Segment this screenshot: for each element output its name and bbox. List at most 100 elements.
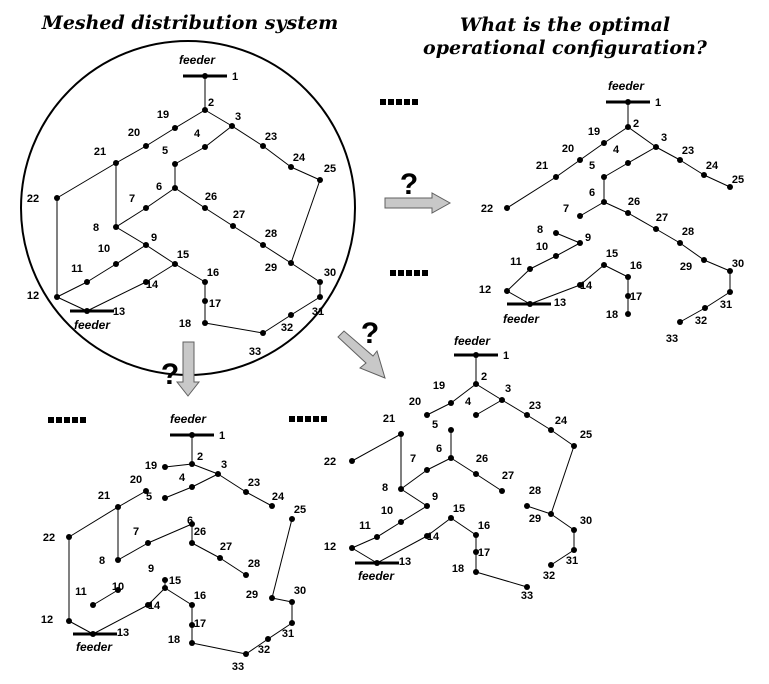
config-bottom-left-node-28 xyxy=(243,572,249,578)
config-bottom-left-node-label-26: 26 xyxy=(194,526,206,538)
config-bottom-left-node-label-13: 13 xyxy=(117,627,129,639)
config-bottom-left: feederfeeder1234567891011121314151617181… xyxy=(41,412,306,673)
config-bottom-left-feeder-label-2: feeder xyxy=(76,640,113,654)
config-bottom-right-branch-9-10 xyxy=(400,505,428,523)
config-bottom-right-node-label-27: 27 xyxy=(502,470,514,482)
config-top-right-node-label-20: 20 xyxy=(562,143,574,155)
config-top-right-node-17 xyxy=(625,293,631,299)
config-bottom-right-node-9 xyxy=(424,503,430,509)
config-top-right-branch-24-25 xyxy=(703,174,731,188)
meshed-network-node-29 xyxy=(288,260,294,266)
config-bottom-right-node-label-19: 19 xyxy=(433,380,445,392)
config-top-right-node-30 xyxy=(727,268,733,274)
config-top-right-branch-27-28 xyxy=(655,228,681,244)
config-bottom-right-node-label-16: 16 xyxy=(478,520,490,532)
meshed-network-node-4 xyxy=(202,144,208,150)
meshed-network-node-15 xyxy=(172,261,178,267)
config-bottom-left-node-12 xyxy=(66,618,72,624)
config-bottom-left-node-23 xyxy=(243,489,249,495)
config-bottom-right-node-label-12: 12 xyxy=(324,541,336,553)
meshed-network-node-18 xyxy=(202,320,208,326)
meshed-network-branch-24-25 xyxy=(290,166,321,181)
config-bottom-left-branch-33-18 xyxy=(191,642,247,655)
config-bottom-left-node-19 xyxy=(162,464,168,470)
config-bottom-left-node-25 xyxy=(289,516,295,522)
meshed-network-branch-15-9 xyxy=(145,244,176,265)
config-bottom-left-node-15 xyxy=(162,585,168,591)
config-top-right-node-11 xyxy=(527,266,533,272)
config-top-right-branch-11-12 xyxy=(506,268,531,292)
config-bottom-right-node-label-14: 14 xyxy=(427,531,440,543)
meshed-network-branch-20-21 xyxy=(115,145,147,164)
config-bottom-left-node-13 xyxy=(90,631,96,637)
config-bottom-right-node-14 xyxy=(424,533,430,539)
question-mark-diagonal: ? xyxy=(361,317,379,350)
meshed-network-node-2 xyxy=(202,107,208,113)
meshed-network-branch-2-3 xyxy=(204,109,233,127)
question-mark-right: ? xyxy=(400,168,418,201)
config-bottom-left-branch-16-15 xyxy=(164,587,193,606)
meshed-network-node-label-33: 33 xyxy=(249,346,261,358)
config-top-right-branch-13-14 xyxy=(529,284,581,305)
config-bottom-left-node-26 xyxy=(189,540,195,546)
meshed-network-branch-33-18 xyxy=(204,322,264,334)
config-bottom-right-node-31 xyxy=(571,547,577,553)
config-bottom-left-node-1 xyxy=(189,432,195,438)
config-bottom-left-branch-11-10 xyxy=(92,589,119,606)
ellipsis-mid-right-square-2 xyxy=(398,270,404,276)
config-bottom-right-node-label-32: 32 xyxy=(543,570,555,582)
meshed-network-node-label-21: 21 xyxy=(94,146,106,158)
config-top-right-node-28 xyxy=(677,240,683,246)
ellipsis-bottom-mid-square-5 xyxy=(321,416,327,422)
ellipsis-top-right-square-5 xyxy=(412,99,418,105)
meshed-network-node-10 xyxy=(113,261,119,267)
config-top-right-branch-20-21 xyxy=(555,159,581,178)
meshed-network-node-17 xyxy=(202,298,208,304)
config-bottom-left-node-label-20: 20 xyxy=(130,474,142,486)
config-top-right-branch-28-29 xyxy=(679,242,705,261)
config-top-right-node-26 xyxy=(625,210,631,216)
meshed-network-node-label-7: 7 xyxy=(129,193,135,205)
config-bottom-left-node-label-14: 14 xyxy=(148,600,161,612)
meshed-network-node-label-19: 19 xyxy=(157,109,169,121)
meshed-network-branch-25-29 xyxy=(290,179,321,264)
config-top-right-node-33 xyxy=(677,319,683,325)
ellipsis-bottom-left-square-2 xyxy=(56,417,62,423)
meshed-network-branch-27-28 xyxy=(232,225,264,246)
config-bottom-left-node-21 xyxy=(115,504,121,510)
meshed-network-node-label-29: 29 xyxy=(265,262,277,274)
config-bottom-right-node-label-24: 24 xyxy=(555,415,568,427)
meshed-network-node-label-2: 2 xyxy=(208,97,214,109)
config-bottom-left-node-14 xyxy=(145,602,151,608)
config-bottom-left-node-label-11: 11 xyxy=(75,586,87,598)
config-bottom-left-node-label-25: 25 xyxy=(294,504,306,516)
config-bottom-left-node-label-3: 3 xyxy=(221,459,227,471)
config-bottom-left-node-label-4: 4 xyxy=(179,472,186,484)
config-bottom-left-node-label-19: 19 xyxy=(145,460,157,472)
config-top-right-node-label-32: 32 xyxy=(695,315,707,327)
meshed-network-node-label-10: 10 xyxy=(98,243,110,255)
config-top-right-node-5 xyxy=(601,174,607,180)
config-bottom-left-node-7 xyxy=(145,540,151,546)
config-top-right-node-label-27: 27 xyxy=(656,212,668,224)
config-bottom-right-branch-7-6 xyxy=(426,457,452,471)
meshed-network-node-11 xyxy=(84,279,90,285)
meshed-network-node-label-8: 8 xyxy=(93,222,99,234)
config-bottom-right-node-label-25: 25 xyxy=(580,429,592,441)
config-top-right-node-label-25: 25 xyxy=(732,174,744,186)
meshed-network-node-label-13: 13 xyxy=(113,306,125,318)
meshed-network-branch-12-13 xyxy=(56,296,88,312)
config-bottom-left-branch-25-29 xyxy=(271,518,293,599)
config-bottom-left-node-label-33: 33 xyxy=(232,661,244,673)
meshed-network-branch-6-7 xyxy=(145,187,176,209)
config-bottom-right-branch-6-26 xyxy=(450,457,477,475)
config-top-right-node-label-17: 17 xyxy=(630,291,642,303)
meshed-network-branch-19-20 xyxy=(145,127,176,147)
config-bottom-left-node-label-8: 8 xyxy=(99,555,105,567)
question-title: What is the optimal operational configur… xyxy=(423,14,707,59)
arrow-down xyxy=(175,341,201,397)
config-top-right-branch-21-22 xyxy=(506,176,557,209)
meshed-network-node-label-3: 3 xyxy=(235,111,241,123)
config-top-right-branch-15-16 xyxy=(603,264,629,278)
